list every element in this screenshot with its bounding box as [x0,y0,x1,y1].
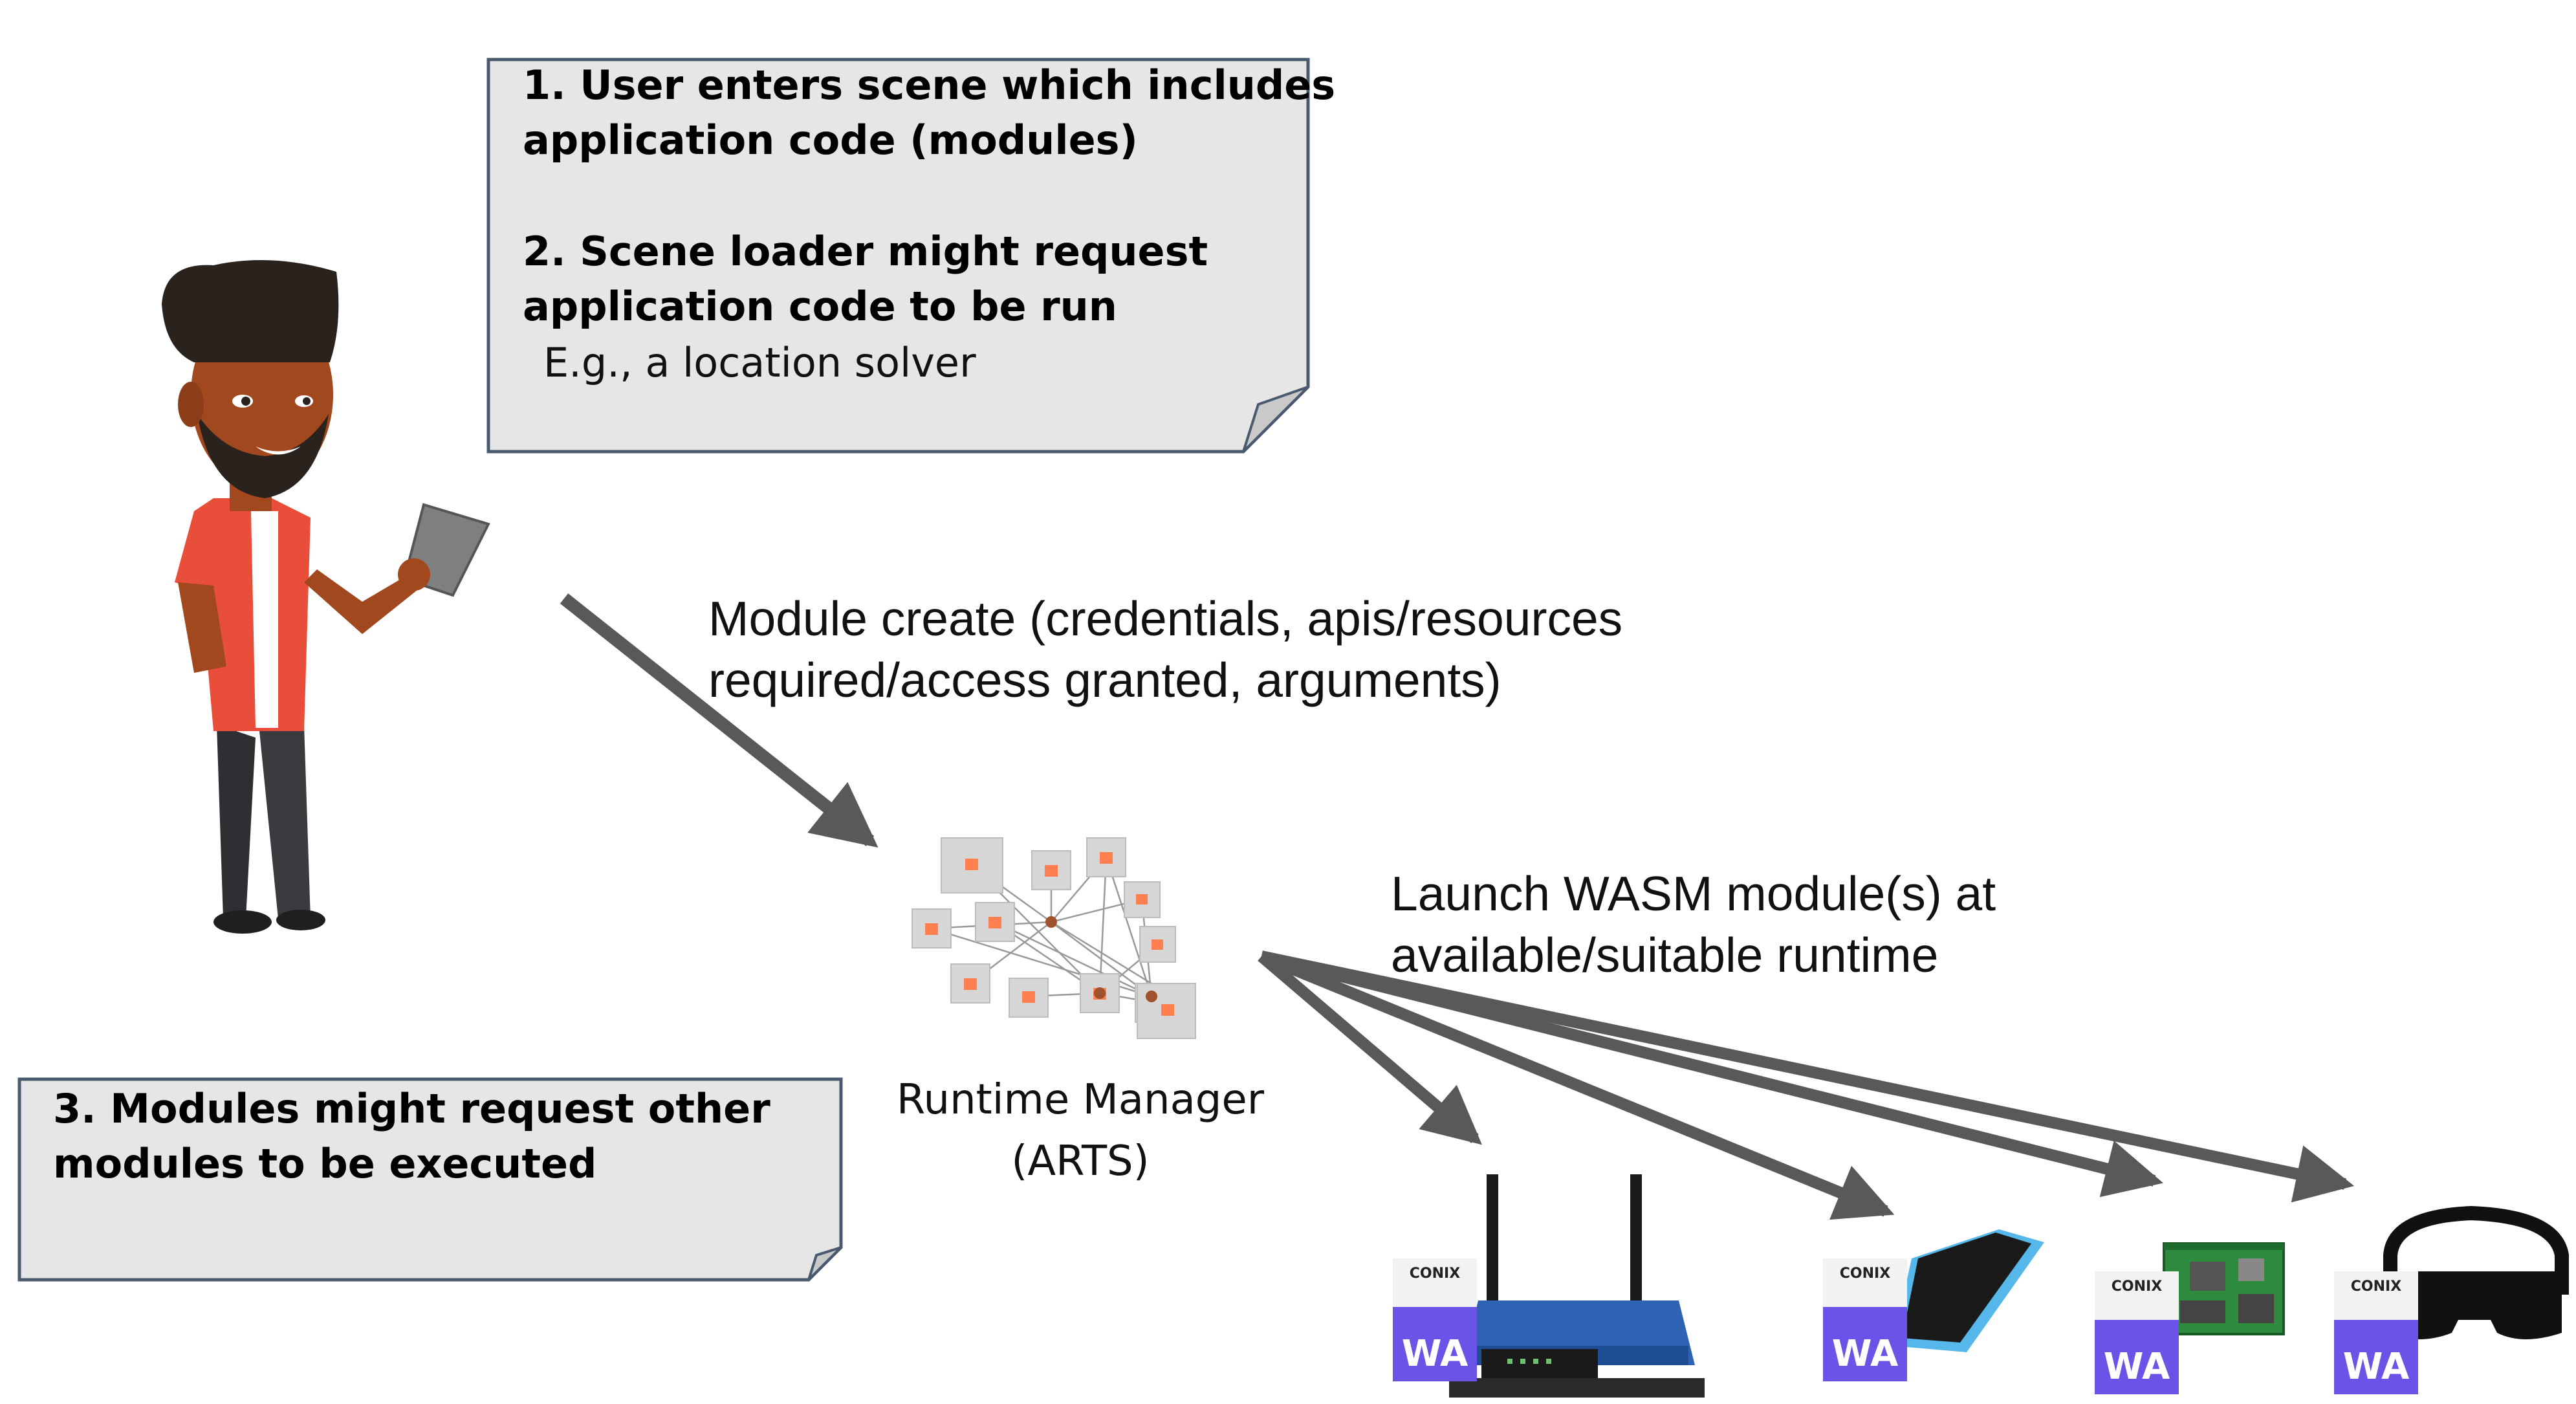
top-note-line-3: 2. Scene loader might request [523,228,1208,275]
top-note-line-2: application code (modules) [523,116,1138,164]
runtime-manager-label-line-1: Runtime Manager [896,1076,1265,1124]
raspberry-pi-icon [2163,1242,2285,1335]
wa-badge-vr-headset [2334,1271,2418,1394]
brand-label-router: CONIX [1409,1266,1461,1282]
wa-label-vr-headset: WA [2342,1346,2410,1388]
vr-headset-icon [2383,1205,2569,1339]
brand-label-raspberry-pi: CONIX [2111,1278,2163,1295]
module-create-label-line-2: required/access granted, arguments) [708,653,1501,707]
top-note-line-4: application code to be run [523,283,1117,330]
arrow-to-smartphone [1259,950,1895,1220]
launch-label-line-1: Launch WASM module(s) at [1391,866,1996,921]
top-note-box [486,58,1310,454]
brand-label-vr-headset: CONIX [2350,1278,2402,1295]
top-note-sub: E.g., a location solver [543,339,976,386]
arrow-to-router [1258,952,1482,1145]
runtime-manager-label-line-2: (ARTS) [1011,1137,1150,1185]
top-note-line-1: 1. User enters scene which includes [523,61,1336,109]
wa-badge-raspberry-pi [2095,1271,2179,1394]
wa-badge-smartphone [1823,1258,1907,1381]
user-illustration [162,260,490,934]
launch-label-line-2: available/suitable runtime [1391,928,1939,982]
arrow-to-vr-headset [1260,950,2355,1203]
wa-label-router: WA [1401,1333,1468,1375]
bottom-note-box [17,1077,843,1282]
smartphone-icon [1892,1229,2044,1352]
wa-badge-router [1393,1258,1477,1381]
launch-arrows [1258,950,2355,1220]
bottom-note-line-1: 3. Modules might request other [53,1085,770,1132]
router-icon [1449,1174,1705,1398]
network-graph-icon [911,837,1196,1039]
wa-label-raspberry-pi: WA [2103,1346,2170,1388]
arrow-user-to-runtime-manager [560,593,879,848]
bottom-note-line-2: modules to be executed [53,1140,597,1187]
arrow-to-raspberry-pi [1260,950,2163,1198]
module-create-label-line-1: Module create (credentials, apis/resourc… [708,591,1623,646]
wa-label-smartphone: WA [1831,1333,1899,1375]
brand-label-smartphone: CONIX [1839,1266,1891,1282]
